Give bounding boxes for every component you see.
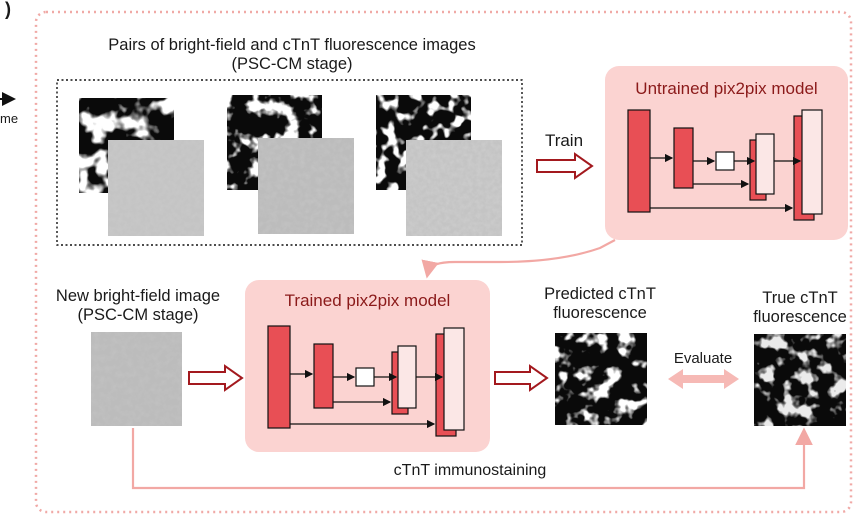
new-image-label: New bright-field image (PSC-CM stage) xyxy=(33,287,243,325)
model-to-output-arrow xyxy=(494,364,549,392)
true-line2: fluorescence xyxy=(753,308,847,326)
pairs-title: Pairs of bright-field and cTnT fluoresce… xyxy=(57,36,527,74)
predicted-line2: fluorescence xyxy=(553,304,647,322)
train-arrow xyxy=(536,152,594,180)
true-line1: True cTnT xyxy=(762,289,838,307)
predicted-fluorescence-image xyxy=(555,333,647,425)
untrained-model-title: Untrained pix2pix model xyxy=(635,79,818,98)
time-label: me xyxy=(0,111,19,126)
outer-dashed-border xyxy=(34,10,853,514)
predicted-label: Predicted cTnT fluorescence xyxy=(520,285,680,323)
true-fluorescence-image xyxy=(754,334,846,426)
immunostaining-label: cTnT immunostaining xyxy=(393,462,547,479)
new-image-line1: New bright-field image xyxy=(55,287,221,305)
trained-model-title: Trained pix2pix model xyxy=(284,291,451,310)
training-pair-3 xyxy=(376,95,502,236)
predicted-line1: Predicted cTnT xyxy=(544,285,656,303)
training-pair-2 xyxy=(227,95,354,234)
immunostaining-connector xyxy=(131,427,813,490)
pairs-title-line2: (PSC-CM stage) xyxy=(231,55,353,73)
true-label: True cTnT fluorescence xyxy=(740,289,859,327)
evaluate-arrow xyxy=(668,369,739,389)
panel-letter: ) xyxy=(5,0,11,19)
training-pair-1 xyxy=(79,98,204,236)
input-to-model-arrow xyxy=(188,364,244,392)
untrained-to-trained-connector xyxy=(421,239,616,279)
new-brightfield-image xyxy=(91,332,182,426)
train-label: Train xyxy=(544,131,584,150)
new-image-line2: (PSC-CM stage) xyxy=(77,306,199,324)
pairs-title-line1: Pairs of bright-field and cTnT fluoresce… xyxy=(108,36,476,54)
evaluate-label: Evaluate xyxy=(673,350,733,367)
